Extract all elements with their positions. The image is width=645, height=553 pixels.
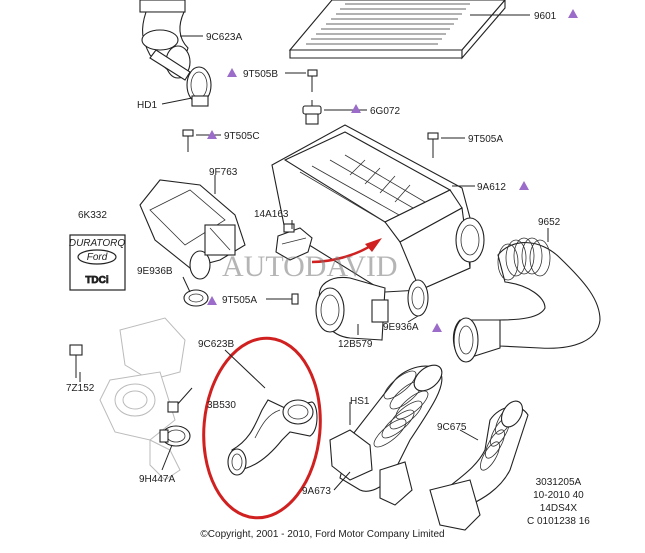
- label-9f763: 9F763: [209, 167, 238, 178]
- clamp-hd1: [186, 66, 212, 107]
- info-line-2: 10-2010 40: [533, 490, 584, 501]
- logo-duratorq-text: DURATORQ: [69, 238, 126, 249]
- air-filter-element: [288, 0, 506, 60]
- label-9c675: 9C675: [437, 422, 467, 433]
- label-hs1: HS1: [350, 396, 370, 407]
- bolt-3b530: [167, 387, 193, 413]
- info-line-3: 14DS4X: [539, 503, 578, 514]
- triangle-marker: [519, 181, 529, 190]
- hose-9c623b: [227, 399, 318, 476]
- hose-9652: [452, 237, 601, 363]
- triangle-marker: [568, 9, 578, 18]
- triangle-marker: [351, 104, 361, 113]
- label-9a612: 9A612: [477, 182, 506, 193]
- highlight-ellipse: [202, 336, 322, 520]
- label-hd1: HD1: [137, 100, 157, 111]
- label-9e936b: 9E936B: [137, 266, 173, 277]
- engine-outline: [99, 317, 186, 481]
- air-filter-housing: [271, 124, 485, 293]
- info-line-4: C 0101238 16: [527, 516, 590, 527]
- clamp-9h447a: [159, 425, 191, 447]
- hose-9c675: [429, 400, 529, 531]
- hose-9c623a: [139, 0, 191, 81]
- label-9t505b: 9T505B: [243, 69, 278, 80]
- label-6g072: 6G072: [370, 106, 400, 117]
- label-9t505a-mid: 9T505A: [222, 295, 257, 306]
- triangle-markers: [207, 9, 578, 332]
- label-6k332: 6K332: [78, 210, 107, 221]
- flow-arrow: [311, 238, 382, 264]
- maf-sensor-12b579: [315, 276, 389, 341]
- label-9t505a-top: 9T505A: [468, 134, 503, 145]
- label-9c623b: 9C623B: [198, 339, 234, 350]
- logo-tdci-text: TDCi: [85, 275, 109, 286]
- label-9a673: 9A673: [302, 486, 331, 497]
- bolt-9t505b: [307, 69, 318, 92]
- label-9c623a: 9C623A: [206, 32, 242, 43]
- triangle-marker: [207, 130, 217, 139]
- label-3b530: 3B530: [207, 400, 236, 411]
- leader-lines: [79, 14, 549, 491]
- intake-duct-9f763: [139, 179, 246, 280]
- duratorq-tdci-logo: DURATORQ Ford TDCi: [69, 234, 126, 291]
- triangle-marker: [227, 68, 237, 77]
- bolt-9t505a-mid: [280, 293, 299, 305]
- grommet-9e936a: [407, 279, 429, 317]
- triangle-marker: [207, 296, 217, 305]
- copyright-notice: ©Copyright, 2001 - 2010, Ford Motor Comp…: [200, 529, 445, 540]
- info-line-1: 3031205A: [535, 477, 582, 488]
- bolt-7z152: [69, 344, 83, 378]
- hose-9a673: [329, 364, 443, 506]
- triangle-marker: [432, 323, 442, 332]
- label-9652: 9652: [538, 217, 561, 228]
- label-9e936a: 9E936A: [383, 322, 419, 333]
- label-7z152: 7Z152: [66, 383, 95, 394]
- label-9601: 9601: [534, 11, 557, 22]
- grommet-9e936b: [183, 289, 209, 307]
- sensor-14a163: [275, 223, 313, 261]
- bolt-9t505c: [182, 129, 194, 152]
- watermark-text: AUTODAVID: [222, 250, 398, 283]
- bolt-9t505a-top: [427, 132, 439, 158]
- diagram-info-block: 3031205A 10-2010 40 14DS4X C 0101238 16: [527, 476, 590, 528]
- grommet-6g072: [302, 100, 322, 125]
- logo-ford-text: Ford: [87, 252, 108, 263]
- label-9t505c: 9T505C: [224, 131, 260, 142]
- part-labels: 9601 9C623A 9T505B 6G072 HD1 9T505C 9T50…: [66, 11, 561, 497]
- label-14a163: 14A163: [254, 209, 289, 220]
- label-12b579: 12B579: [338, 339, 373, 350]
- label-9h447a: 9H447A: [139, 474, 175, 485]
